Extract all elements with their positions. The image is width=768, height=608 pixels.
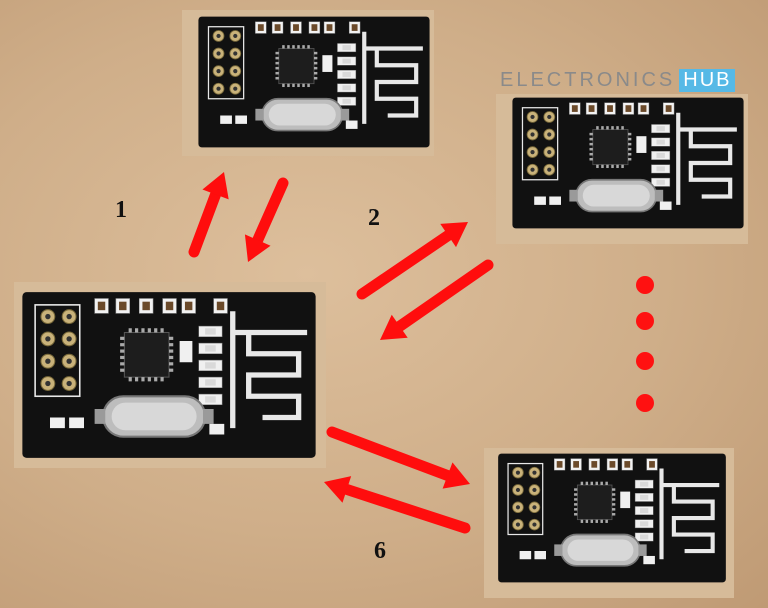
red-arrow-shaft [356, 229, 454, 300]
red-arrow-head [244, 234, 271, 262]
antenna-trace [230, 311, 308, 429]
rf-chip [123, 331, 170, 378]
antenna-trace [362, 31, 423, 124]
red-arrow-shaft [341, 483, 471, 534]
pin-header-outline [521, 107, 559, 181]
smd-component [220, 115, 232, 124]
red-arrow-head [442, 462, 470, 489]
module-center [22, 292, 316, 458]
module-right-bottom [498, 453, 726, 583]
smd-component [620, 491, 631, 509]
continuation-dot [636, 352, 654, 370]
smd-component [534, 196, 546, 205]
red-arrow-head [380, 314, 408, 340]
module-top [198, 16, 430, 148]
antenna-trace [659, 468, 720, 560]
red-arrow-head [440, 222, 468, 248]
smd-component [69, 417, 84, 429]
smd-component [209, 423, 225, 435]
red-arrow-shaft [188, 188, 222, 258]
smd-component [235, 115, 247, 124]
red-arrow-head [202, 172, 229, 200]
smd-component [659, 201, 672, 210]
smd-component [322, 55, 333, 72]
smd-component [534, 551, 546, 560]
antenna-trace [676, 112, 737, 205]
smd-component [643, 555, 655, 565]
rf-chip [576, 484, 613, 521]
red-arrow-head [324, 476, 352, 503]
logo-hub-badge: HUB [679, 68, 736, 92]
continuation-dot [636, 312, 654, 330]
smd-component [636, 136, 647, 153]
module-right-top [512, 97, 744, 229]
continuation-dot [636, 394, 654, 412]
smd-component [179, 341, 193, 363]
logo-electronics-text: ELECTRONICS [500, 68, 676, 91]
pin-header-outline [507, 462, 544, 536]
continuation-dot [636, 276, 654, 294]
rf-chip [592, 129, 629, 166]
pipe-label-6: 6 [374, 538, 386, 564]
pin-header-outline [207, 26, 245, 100]
smd-component [549, 196, 561, 205]
pin-header-outline [34, 304, 81, 398]
electronics-hub-logo: ELECTRONICS HUB [500, 68, 736, 92]
smd-component [50, 417, 65, 429]
rf-chip [278, 48, 315, 85]
red-arrow-shaft [394, 259, 494, 332]
smd-component [345, 120, 358, 129]
pipe-label-2: 2 [368, 205, 380, 231]
smd-component [519, 551, 532, 560]
red-arrow-shaft [326, 426, 454, 482]
red-arrow-shaft [252, 177, 289, 246]
pipe-label-1: 1 [115, 197, 127, 223]
